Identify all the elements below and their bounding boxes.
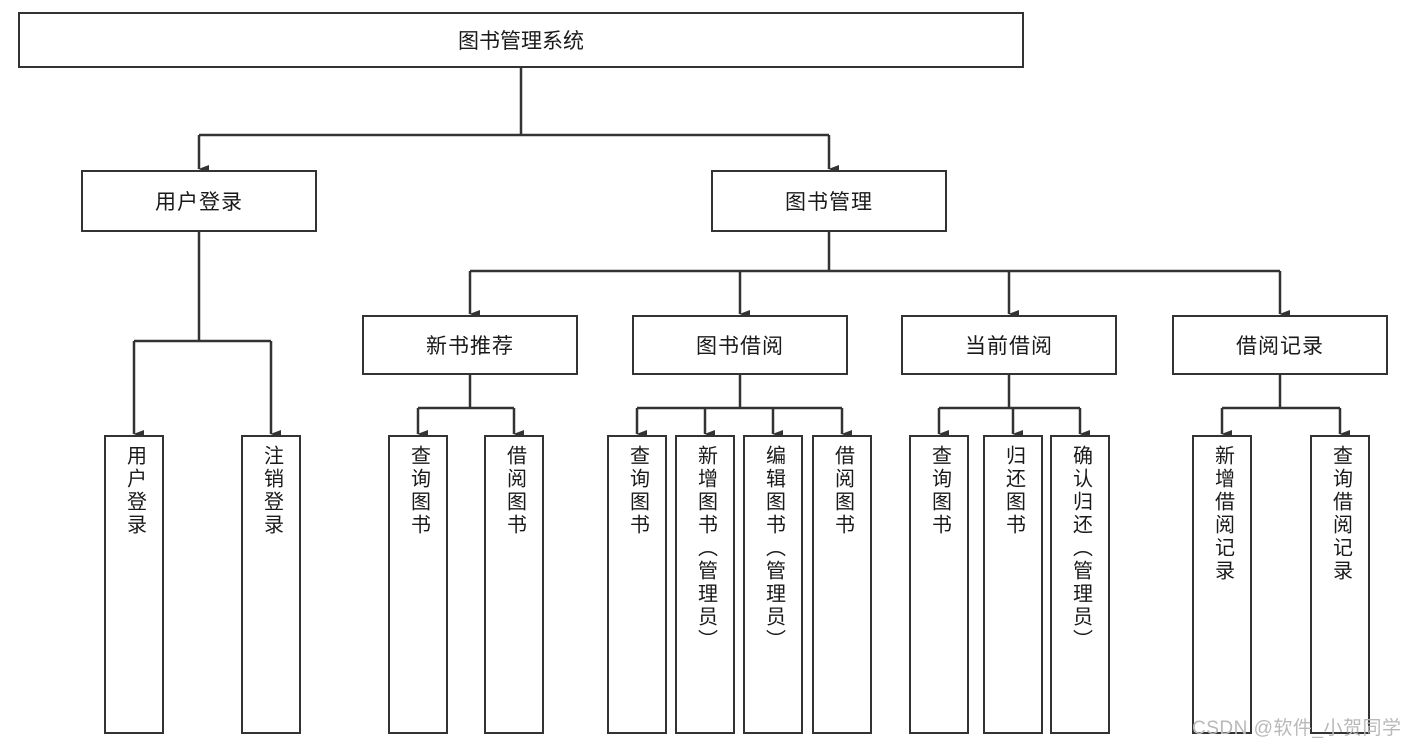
node-label: 新增图书（管理员）: [694, 445, 717, 652]
node-label: 图书借阅: [696, 335, 784, 358]
node-label: 用户登录: [155, 191, 243, 214]
node-label: 注销登录: [260, 445, 283, 537]
node-label: 查询借阅记录: [1329, 445, 1352, 583]
node-label: 借阅图书: [503, 445, 526, 537]
node-l-qbook1: 查询图书: [388, 435, 448, 734]
node-label: 借阅记录: [1236, 335, 1324, 358]
node-l-qbook3: 查询图书: [909, 435, 969, 734]
node-root: 图书管理系统: [18, 12, 1024, 68]
node-label: 借阅图书: [831, 445, 854, 537]
node-l-qbook2: 查询图书: [607, 435, 667, 734]
node-l-logout: 注销登录: [241, 435, 301, 734]
node-l-bbook2: 借阅图书: [812, 435, 872, 734]
node-label: 归还图书: [1002, 445, 1025, 537]
node-newbook: 新书推荐: [362, 315, 578, 375]
node-label: 查询图书: [626, 445, 649, 537]
node-label: 图书管理系统: [458, 30, 584, 53]
node-label: 新书推荐: [426, 335, 514, 358]
node-l-qrec: 查询借阅记录: [1310, 435, 1370, 734]
node-l-addbook: 新增图书（管理员）: [675, 435, 735, 734]
node-bookmgr: 图书管理: [711, 170, 947, 232]
node-label: 当前借阅: [965, 335, 1053, 358]
node-label: 图书管理: [785, 191, 873, 214]
node-records: 借阅记录: [1172, 315, 1388, 375]
node-label: 编辑图书（管理员）: [762, 445, 785, 652]
node-current: 当前借阅: [901, 315, 1117, 375]
node-l-editbook: 编辑图书（管理员）: [743, 435, 803, 734]
node-label: 用户登录: [123, 445, 146, 537]
node-label: 查询图书: [407, 445, 430, 537]
node-l-login: 用户登录: [104, 435, 164, 734]
node-l-return: 归还图书: [983, 435, 1043, 734]
node-l-bbook1: 借阅图书: [484, 435, 544, 734]
watermark-text: CSDN @软件_小贺同学: [1192, 718, 1402, 739]
node-login: 用户登录: [81, 170, 317, 232]
node-label: 查询图书: [928, 445, 951, 537]
node-l-confirm: 确认归还（管理员）: [1050, 435, 1110, 734]
node-label: 确认归还（管理员）: [1069, 445, 1092, 652]
node-label: 新增借阅记录: [1211, 445, 1234, 583]
node-borrow: 图书借阅: [632, 315, 848, 375]
node-l-addrec: 新增借阅记录: [1192, 435, 1252, 734]
